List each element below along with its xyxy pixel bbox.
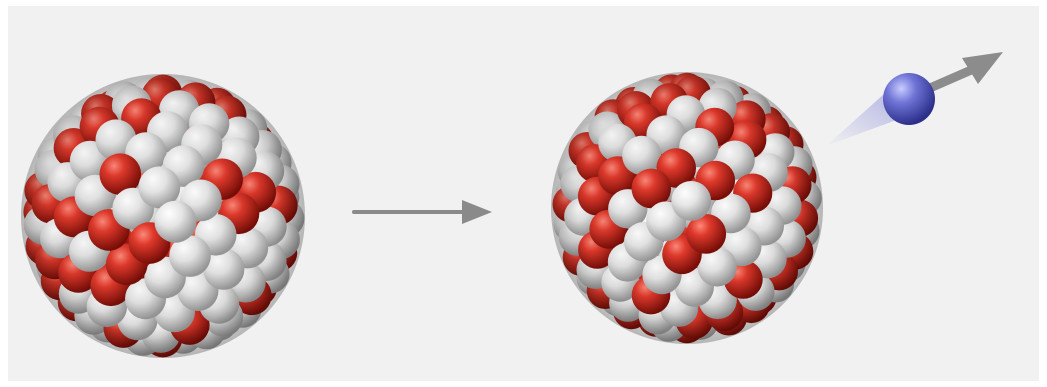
particle-direction-arrow-head <box>962 52 1003 84</box>
parent-nucleus <box>21 74 305 358</box>
daughter-nucleus <box>551 72 823 344</box>
nucleus-shading <box>21 74 305 358</box>
nucleus-shading <box>551 72 823 344</box>
reaction-arrow <box>352 200 492 224</box>
emitted-particle-sphere <box>883 73 935 125</box>
emitted-particle <box>826 52 1003 146</box>
